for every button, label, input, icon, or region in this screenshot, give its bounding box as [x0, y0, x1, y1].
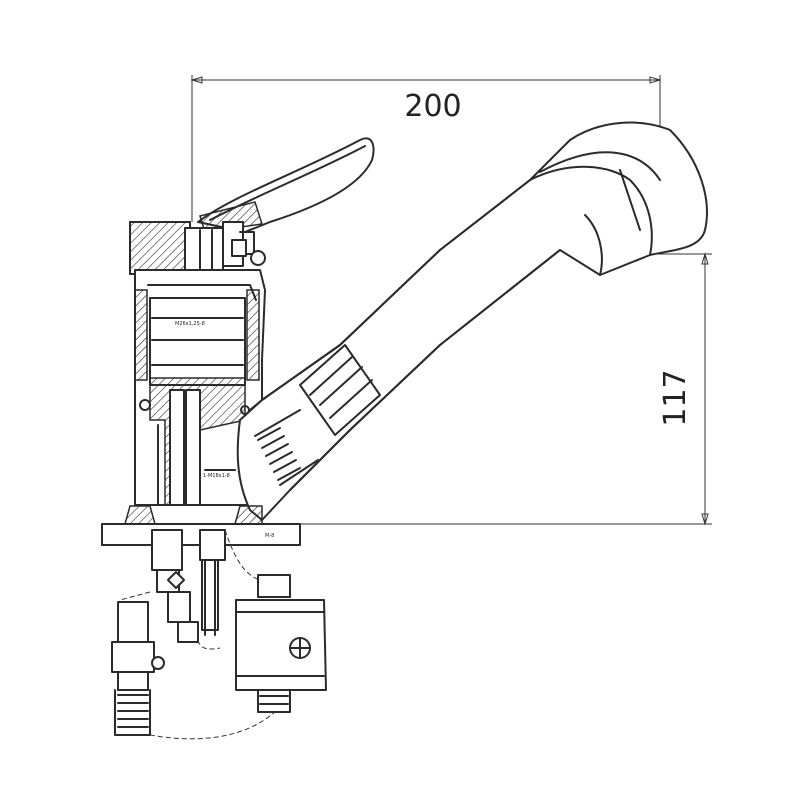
angle-valve — [111, 601, 165, 736]
height-dimension: 117 — [260, 252, 712, 526]
lever-handle — [197, 137, 375, 233]
height-arrow-bottom — [701, 513, 709, 526]
width-arrow-right — [649, 76, 662, 84]
height-arrow-top — [701, 252, 709, 265]
thread-callout-top: M26x1,25-8 — [175, 321, 205, 327]
width-dimension-label: 200 — [404, 89, 461, 124]
handle-adapter — [129, 221, 266, 286]
width-arrow-left — [190, 76, 203, 84]
valve-body: M26x1,25-8 1-M18x1-8 — [134, 269, 266, 506]
height-dimension-label: 117 — [658, 369, 693, 426]
inline-filter — [235, 574, 327, 713]
thread-callout-right: M-8 — [265, 533, 274, 539]
connection-hoses — [149, 529, 276, 740]
supply-tubes — [117, 529, 226, 643]
spout — [236, 121, 708, 521]
width-dimension: 200 — [190, 75, 662, 222]
thread-callout-mid: 1-M18x1-8 — [203, 473, 230, 479]
